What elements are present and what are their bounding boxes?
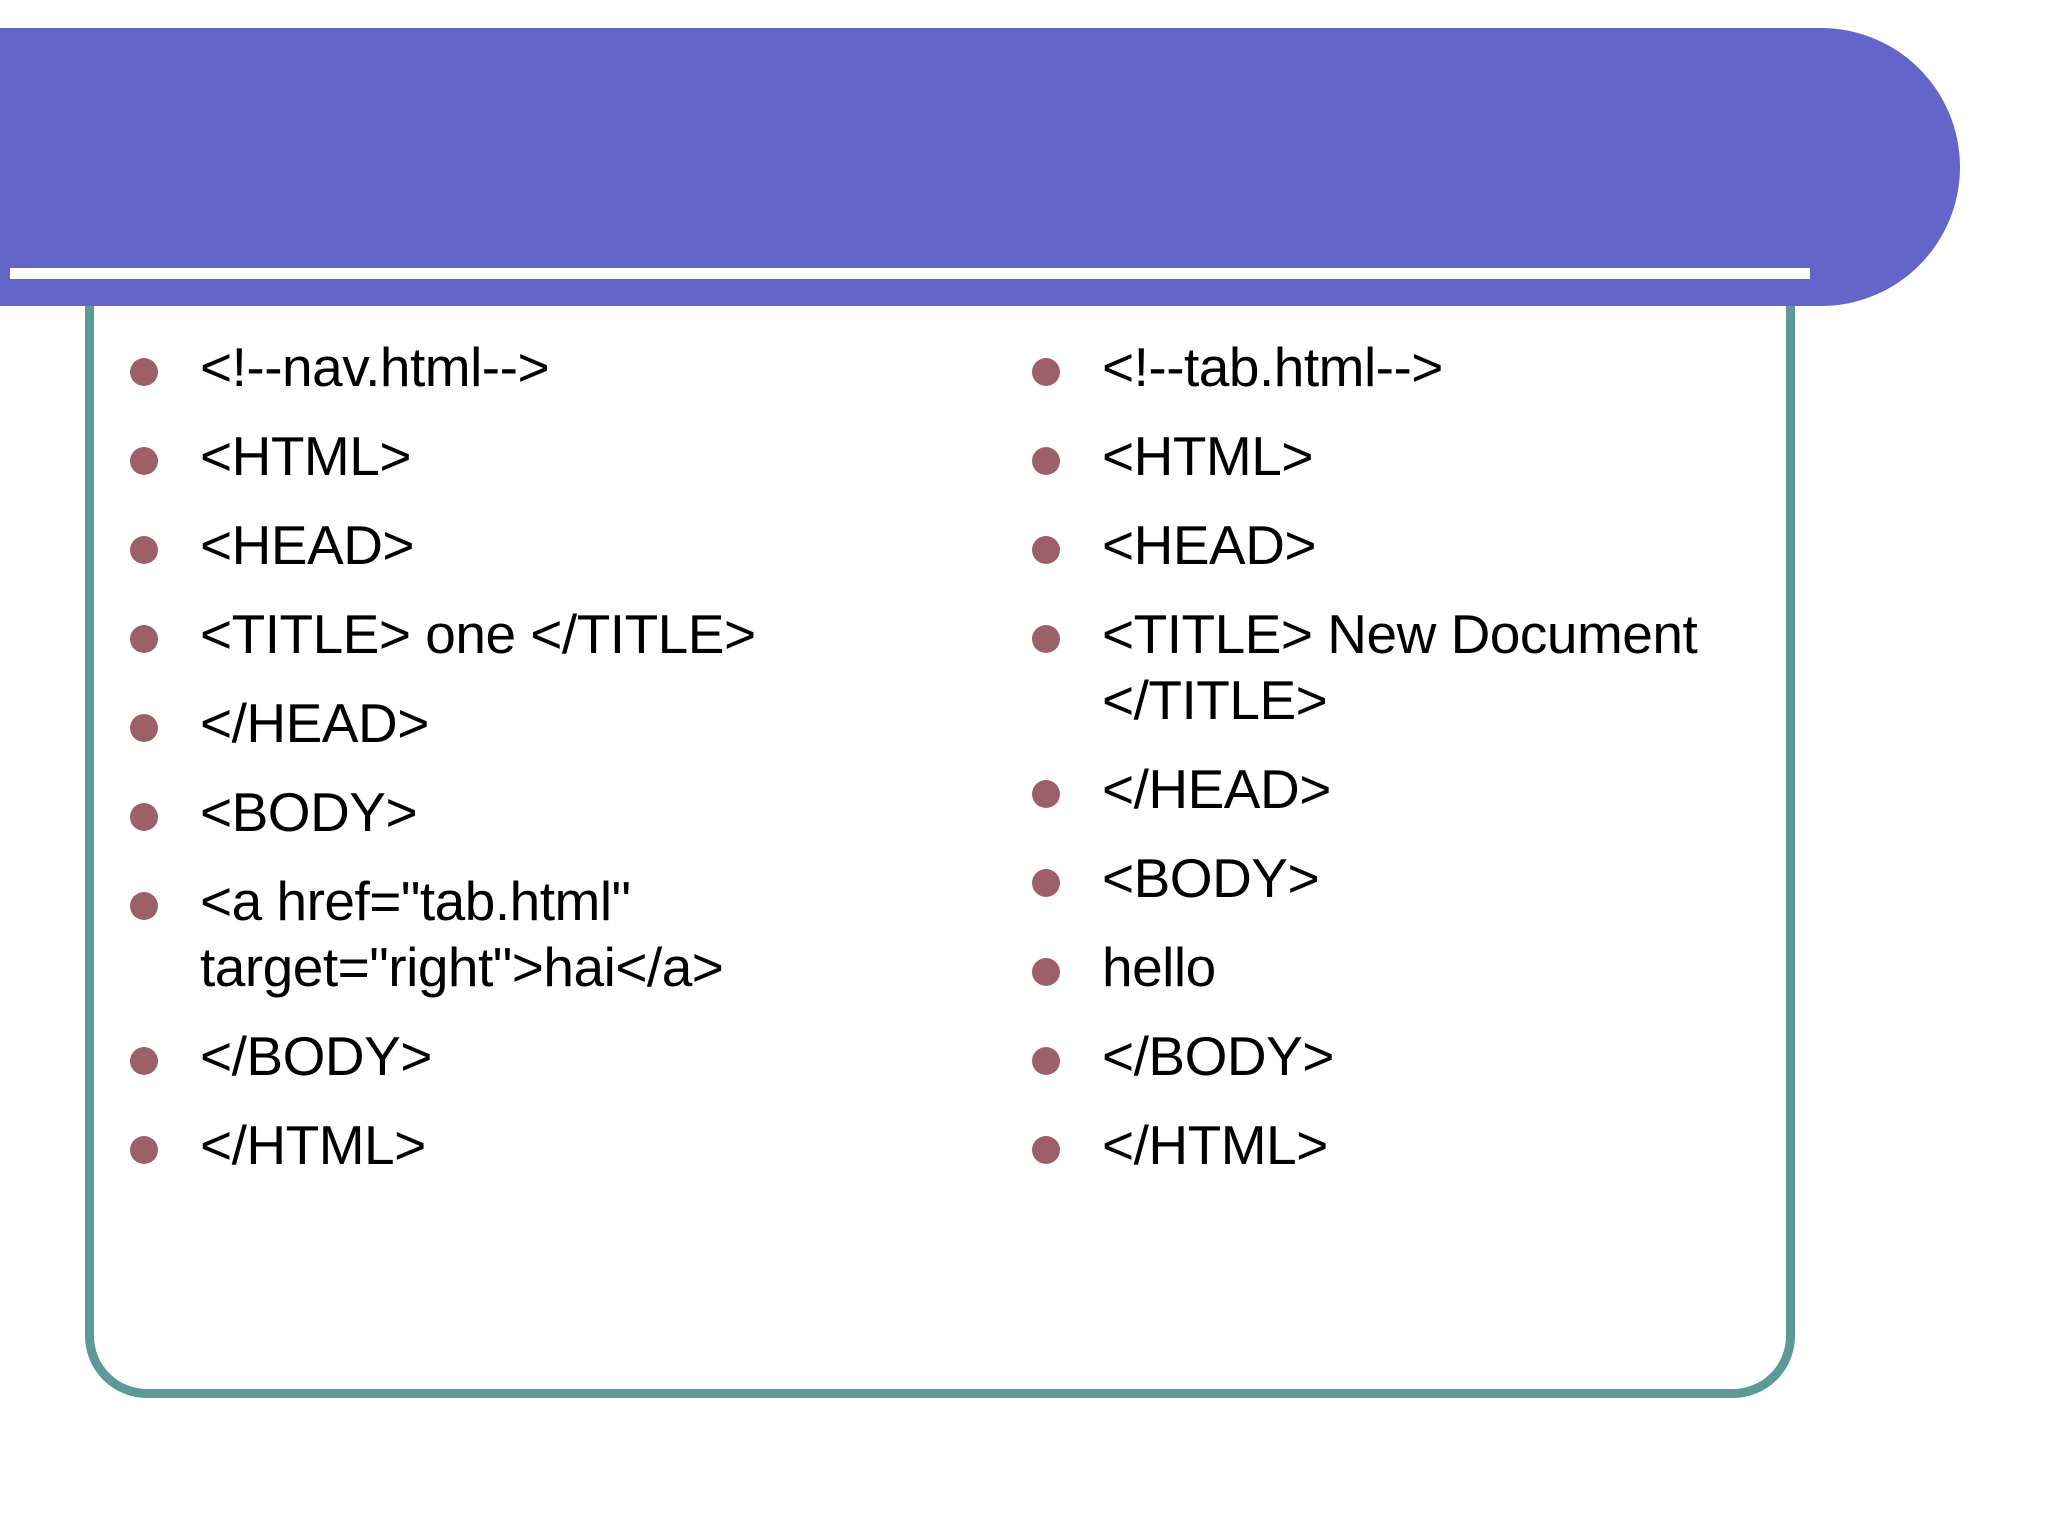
bullet-dot-icon xyxy=(1032,869,1060,897)
list-item: </BODY> xyxy=(1020,1023,1920,1089)
left-code-column: <!--nav.html--> <HTML> <HEAD> <TITLE> on… xyxy=(0,306,960,1201)
list-item: <a href="tab.html" target="right">hai</a… xyxy=(118,868,940,1000)
bullet-dot-icon xyxy=(130,803,158,831)
list-item: <!--nav.html--> xyxy=(118,334,940,400)
code-line: </HTML> xyxy=(1102,1114,1328,1176)
code-line: <HEAD> xyxy=(1102,514,1317,576)
code-line: <HEAD> xyxy=(200,514,415,576)
bullet-dot-icon xyxy=(1032,625,1060,653)
bullet-dot-icon xyxy=(130,536,158,564)
code-line: <HTML> xyxy=(200,425,411,487)
code-line: <BODY> xyxy=(1102,847,1320,909)
bullet-dot-icon xyxy=(1032,1136,1060,1164)
list-item: hello xyxy=(1020,934,1920,1000)
bullet-dot-icon xyxy=(130,447,158,475)
nav-html-code-list: <!--nav.html--> <HTML> <HEAD> <TITLE> on… xyxy=(118,334,940,1178)
code-line: hello xyxy=(1102,936,1216,998)
bullet-dot-icon xyxy=(130,1136,158,1164)
list-item: <HEAD> xyxy=(1020,512,1920,578)
list-item: </BODY> xyxy=(118,1023,940,1089)
list-item: </HTML> xyxy=(118,1112,940,1178)
code-line: </BODY> xyxy=(200,1025,432,1087)
bullet-dot-icon xyxy=(1032,358,1060,386)
code-line: <!--tab.html--> xyxy=(1102,336,1443,398)
list-item: <TITLE> New Document </TITLE> xyxy=(1020,601,1920,733)
code-line: <TITLE> one </TITLE> xyxy=(200,603,756,665)
slide-content: <!--nav.html--> <HTML> <HEAD> <TITLE> on… xyxy=(0,306,2048,1406)
list-item: </HTML> xyxy=(1020,1112,1920,1178)
list-item: </HEAD> xyxy=(1020,756,1920,822)
list-item: <!--tab.html--> xyxy=(1020,334,1920,400)
code-line: <a href="tab.html" target="right">hai</a… xyxy=(200,870,724,998)
list-item: <HTML> xyxy=(118,423,940,489)
bullet-dot-icon xyxy=(1032,536,1060,564)
right-code-column: <!--tab.html--> <HTML> <HEAD> <TITLE> Ne… xyxy=(960,306,1960,1201)
bullet-dot-icon xyxy=(1032,780,1060,808)
bullet-dot-icon xyxy=(1032,1047,1060,1075)
list-item: <BODY> xyxy=(1020,845,1920,911)
bullet-dot-icon xyxy=(130,1047,158,1075)
list-item: <HEAD> xyxy=(118,512,940,578)
bullet-dot-icon xyxy=(1032,958,1060,986)
code-line: <HTML> xyxy=(1102,425,1313,487)
list-item: </HEAD> xyxy=(118,690,940,756)
code-line: </HEAD> xyxy=(1102,758,1331,820)
tab-html-code-list: <!--tab.html--> <HTML> <HEAD> <TITLE> Ne… xyxy=(1020,334,1920,1178)
bullet-dot-icon xyxy=(130,358,158,386)
code-line: </HEAD> xyxy=(200,692,429,754)
code-line: </HTML> xyxy=(200,1114,426,1176)
banner-divider-rule xyxy=(10,268,1810,279)
code-line: <TITLE> New Document </TITLE> xyxy=(1102,603,1698,731)
code-line: </BODY> xyxy=(1102,1025,1334,1087)
code-line: <BODY> xyxy=(200,781,418,843)
bullet-dot-icon xyxy=(130,714,158,742)
bullet-dot-icon xyxy=(130,892,158,920)
title-banner xyxy=(0,28,1960,306)
bullet-dot-icon xyxy=(130,625,158,653)
bullet-dot-icon xyxy=(1032,447,1060,475)
list-item: <TITLE> one </TITLE> xyxy=(118,601,940,667)
list-item: <BODY> xyxy=(118,779,940,845)
list-item: <HTML> xyxy=(1020,423,1920,489)
code-line: <!--nav.html--> xyxy=(200,336,550,398)
